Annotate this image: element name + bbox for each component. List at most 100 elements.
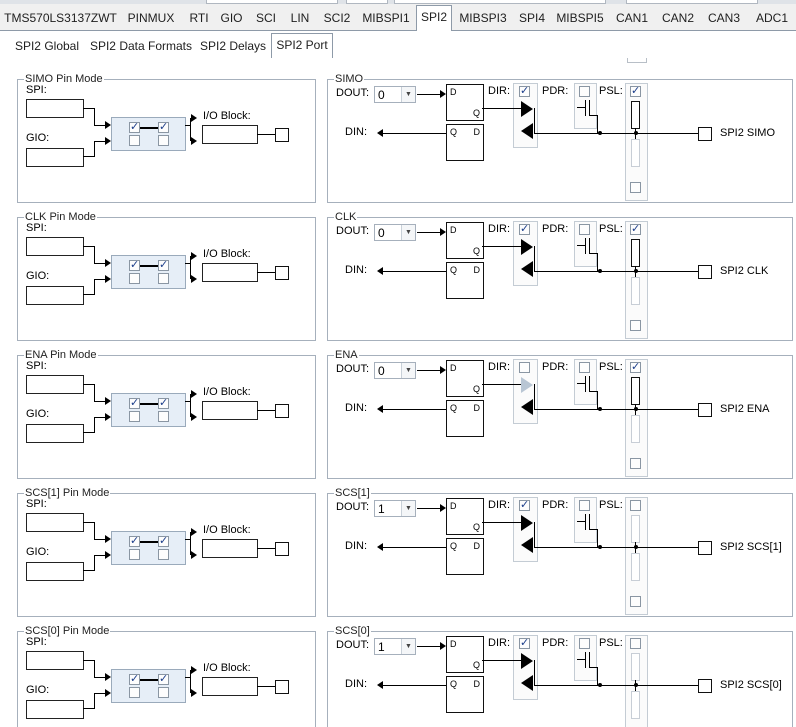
psl-label: PSL: — [599, 85, 623, 97]
gio-mux-checkbox[interactable] — [129, 135, 140, 146]
dout-select[interactable]: 1▼ — [374, 638, 416, 655]
pdr-label: PDR: — [542, 361, 569, 373]
tab-lin[interactable]: LIN — [290, 11, 310, 25]
tab-mibspi3[interactable]: MIBSPI3 — [459, 11, 507, 25]
spi-mux-checkbox[interactable] — [129, 534, 140, 547]
pin-mode-group-title: ENA Pin Mode — [25, 349, 97, 361]
psl-checkbox[interactable] — [630, 84, 641, 97]
gio-mux-checkbox[interactable] — [158, 687, 169, 698]
wire — [597, 391, 598, 410]
spi-mux-checkbox[interactable] — [158, 396, 169, 409]
dout-select[interactable]: 0▼ — [374, 224, 416, 241]
tab-spi2-data-formats[interactable]: SPI2 Data Formats — [89, 39, 193, 53]
pin-terminal-icon — [698, 127, 712, 141]
psl-down-checkbox[interactable] — [630, 320, 641, 331]
tab-spi2-delays[interactable]: SPI2 Delays — [199, 39, 267, 53]
dout-select[interactable]: 0▼ — [374, 86, 416, 103]
pdr-checkbox[interactable] — [579, 86, 590, 97]
pdr-checkbox[interactable] — [579, 500, 590, 511]
tab-pinmux[interactable]: PINMUX — [127, 11, 175, 25]
psl-down-checkbox[interactable] — [630, 458, 641, 469]
psl-checkbox[interactable] — [630, 360, 641, 373]
spi-mux-checkbox[interactable] — [158, 534, 169, 547]
tab-sci2[interactable]: SCI2 — [323, 11, 351, 25]
psl-checkbox[interactable] — [630, 222, 641, 235]
gio-mux-checkbox[interactable] — [158, 411, 169, 422]
chevron-down-icon[interactable]: ▼ — [401, 501, 415, 516]
wire — [534, 522, 535, 548]
wire — [585, 100, 586, 116]
wire — [83, 570, 95, 571]
spi-mux-checkbox[interactable] — [158, 120, 169, 133]
tab-tms570ls3137zwt[interactable]: TMS570LS3137ZWT — [4, 11, 117, 25]
spi-mux-checkbox[interactable] — [129, 258, 140, 271]
tab-mibspi1[interactable]: MIBSPI1 — [362, 11, 410, 25]
gio-mux-checkbox[interactable] — [158, 549, 169, 560]
tab-can1[interactable]: CAN1 — [615, 11, 648, 25]
gio-mux-checkbox[interactable] — [129, 273, 140, 284]
tab-spi2-port[interactable]: SPI2 Port — [271, 33, 333, 59]
wire — [94, 384, 95, 401]
wire — [185, 263, 191, 264]
gio-mux-checkbox[interactable] — [129, 549, 140, 560]
register-q-label: Q — [472, 660, 480, 670]
spi-mux-checkbox[interactable] — [158, 672, 169, 685]
tab-mibspi5[interactable]: MIBSPI5 — [556, 11, 604, 25]
port-group: SIMO — [327, 73, 793, 203]
tab-spi4[interactable]: SPI4 — [518, 11, 545, 25]
arrow-left-icon — [377, 129, 383, 137]
chevron-down-icon[interactable]: ▼ — [401, 363, 415, 378]
gio-mux-checkbox[interactable] — [158, 273, 169, 284]
chevron-down-icon[interactable]: ▼ — [401, 639, 415, 654]
register-q-label: Q — [472, 384, 480, 394]
psl-down-checkbox[interactable] — [630, 596, 641, 607]
chevron-down-icon[interactable]: ▼ — [401, 225, 415, 240]
tab-can2[interactable]: CAN2 — [661, 11, 694, 25]
strip-nub — [206, 0, 338, 4]
spi-mux-checkbox[interactable] — [129, 672, 140, 685]
pin-terminal-icon — [275, 404, 289, 418]
pdr-checkbox[interactable] — [579, 224, 590, 235]
spi-mux-checkbox[interactable] — [158, 258, 169, 271]
io-block-label: I/O Block: — [203, 248, 251, 260]
tab-gio[interactable]: GIO — [220, 11, 243, 25]
spi-mux-checkbox[interactable] — [129, 396, 140, 409]
wire — [585, 652, 586, 668]
dir-checkbox[interactable] — [519, 498, 530, 511]
pin-name-label: SPI2 SCS[0] — [720, 679, 782, 691]
wire — [257, 134, 275, 135]
tab-rti[interactable]: RTI — [189, 11, 209, 25]
tab-adc1[interactable]: ADC1 — [755, 11, 788, 25]
spi-mux-checkbox[interactable] — [129, 120, 140, 133]
pin-bus — [534, 133, 698, 134]
dir-checkbox[interactable] — [519, 84, 530, 97]
wire — [190, 670, 191, 693]
tab-spi2-global[interactable]: SPI2 Global — [14, 39, 80, 53]
pdr-checkbox[interactable] — [579, 638, 590, 649]
pdr-checkbox[interactable] — [579, 362, 590, 373]
chevron-down-icon[interactable]: ▼ — [401, 87, 415, 102]
junction-dot — [598, 545, 602, 549]
junction-dot — [598, 407, 602, 411]
dir-checkbox[interactable] — [519, 362, 530, 373]
gio-mux-checkbox[interactable] — [129, 411, 140, 422]
arrow-right-icon — [191, 137, 197, 145]
pin-name-label: SPI2 SIMO — [720, 127, 776, 139]
dout-select[interactable]: 0▼ — [374, 362, 416, 379]
gio-label: GIO: — [26, 546, 50, 558]
gio-mux-checkbox[interactable] — [158, 135, 169, 146]
gio-mux-checkbox[interactable] — [129, 687, 140, 698]
psl-checkbox[interactable] — [630, 638, 641, 649]
tab-can3[interactable]: CAN3 — [707, 11, 740, 25]
wire — [257, 272, 275, 273]
psl-checkbox[interactable] — [630, 500, 641, 511]
tab-spi2[interactable]: SPI2 — [416, 5, 452, 32]
junction-dot — [598, 131, 602, 135]
dir-checkbox[interactable] — [519, 222, 530, 235]
psl-down-checkbox[interactable] — [630, 182, 641, 193]
dir-checkbox[interactable] — [519, 636, 530, 649]
tab-sci[interactable]: SCI — [255, 11, 276, 25]
dout-select[interactable]: 1▼ — [374, 500, 416, 517]
